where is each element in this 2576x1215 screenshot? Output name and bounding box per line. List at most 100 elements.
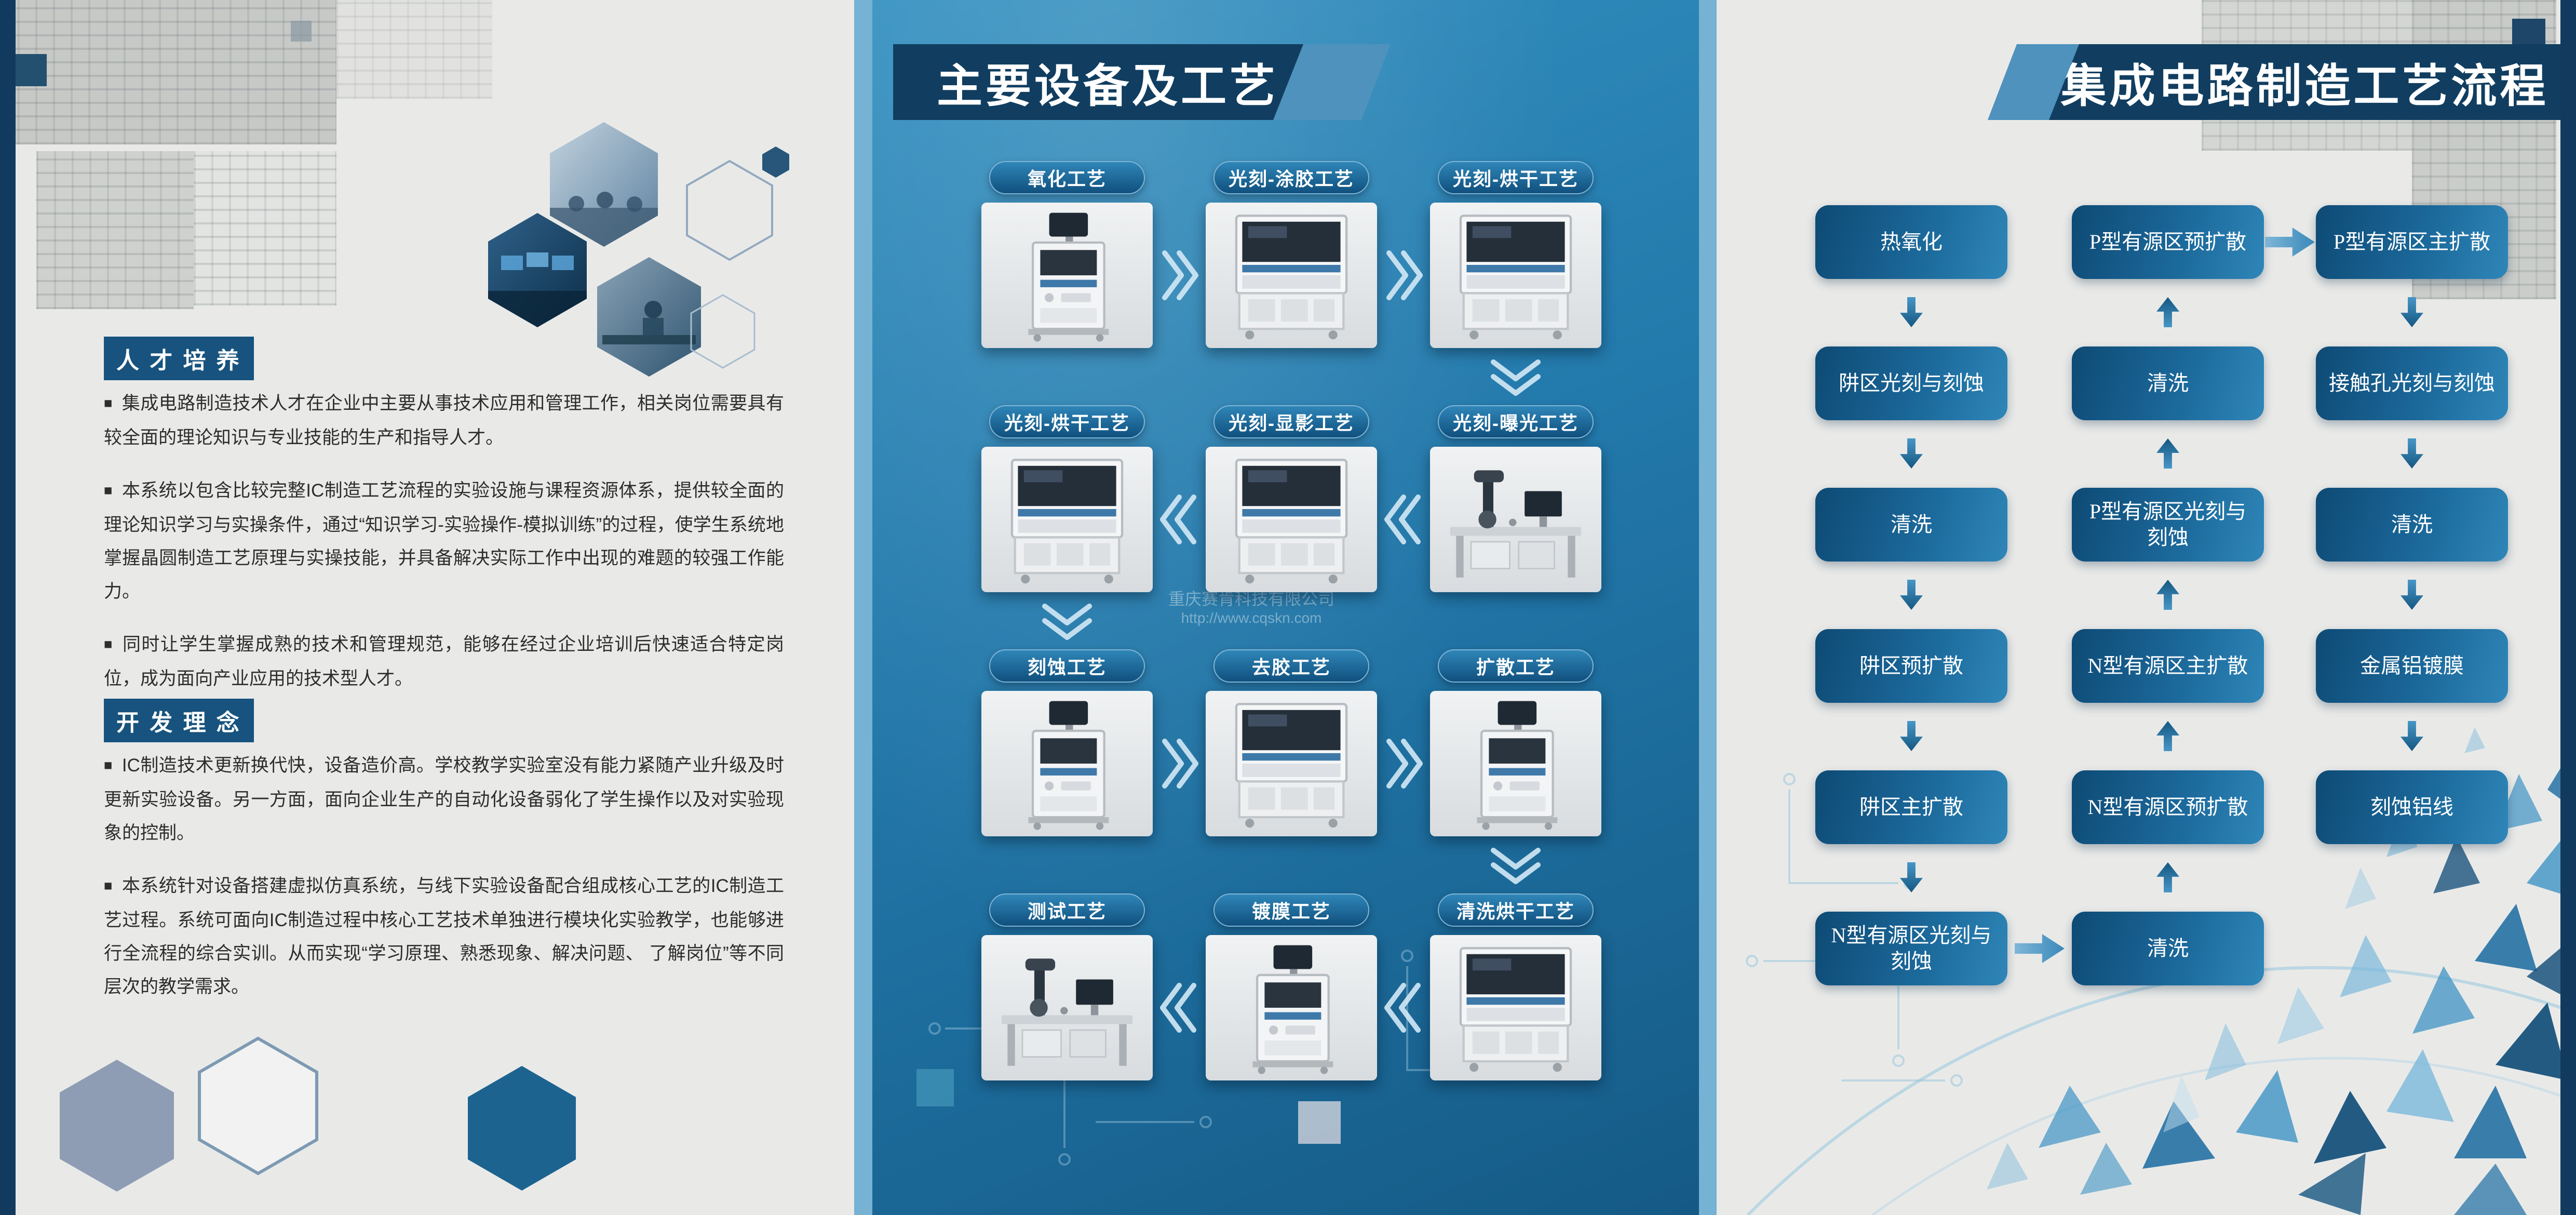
circuit-texture	[0, 0, 336, 144]
equipment-machine-icon	[989, 697, 1145, 831]
process-label: 光刻-曝光工艺	[1438, 405, 1594, 438]
flow-step: 清洗	[2072, 912, 2264, 985]
left-fold-edge	[0, 0, 16, 1215]
paragraph: ■IC制造技术更新换代快，设备造价高。学校教学实验室没有能力紧随产业升级及时更新…	[104, 749, 784, 850]
hexagon-collage	[60, 122, 789, 1192]
section-badge-talent: 人 才 培 养	[104, 337, 254, 380]
watermark-company: 重庆赛肯科技有限公司	[1168, 590, 1334, 608]
paragraph-text: 集成电路制造技术人才在企业中主要从事技术应用和管理工作，相关岗位需要具有较全面的…	[104, 393, 784, 448]
equipment-photo	[1430, 691, 1601, 836]
circuit-trace-decoration	[1746, 773, 1963, 1087]
process-label: 光刻-显影工艺	[1213, 405, 1369, 438]
process-label: 扩散工艺	[1438, 649, 1594, 683]
paragraph: ■本系统以包含比较完整IC制造工艺流程的实验设施与课程资源体系，提供较全面的理论…	[104, 474, 784, 608]
flow-step: N型有源区光刻与刻蚀	[1815, 912, 2007, 985]
chevron-down-icon	[1039, 600, 1096, 642]
equipment-machine-icon	[1449, 469, 1582, 579]
paragraph: ■同时让学生掌握成熟的技术和管理规范，能够在经过企业培训后快速适合特定岗位，成为…	[104, 628, 784, 696]
equipment-photo	[1430, 203, 1601, 348]
bullet-square-icon: ■	[104, 395, 113, 411]
equipment-machine-icon	[1438, 208, 1594, 342]
process-label: 刻蚀工艺	[989, 649, 1145, 683]
equipment-photo	[1430, 935, 1601, 1080]
process-label: 去胶工艺	[1213, 649, 1369, 683]
chevron-left-icon	[1383, 979, 1424, 1036]
equipment-machine-icon	[1213, 697, 1369, 831]
equipment-machine-icon	[1438, 697, 1594, 831]
bottom-hexagon-slate	[60, 1060, 174, 1192]
middle-title: 主要设备及工艺	[937, 60, 1279, 112]
chevron-right-icon	[1158, 735, 1200, 792]
flow-step: 热氧化	[1815, 205, 2007, 279]
flow-step: 刻蚀铝线	[2316, 770, 2508, 844]
right-fold-edge	[2560, 0, 2576, 1215]
equipment-photo	[1206, 691, 1377, 836]
philosophy-paragraphs: ■IC制造技术更新换代快，设备造价高。学校教学实验室没有能力紧随产业升级及时更新…	[104, 749, 784, 1023]
process-label: 镀膜工艺	[1213, 893, 1369, 927]
paragraph: ■本系统针对设备搭建虚拟仿真系统，与线下实验设备配合组成核心工艺的IC制造工艺过…	[104, 870, 784, 1004]
chevron-down-icon	[1487, 356, 1544, 397]
chevron-right-icon	[1158, 247, 1200, 304]
flow-step: 清洗	[2072, 346, 2264, 420]
outline-hexagon	[686, 159, 773, 261]
circuit-texture	[336, 0, 492, 99]
flow-step: 阱区主扩散	[1815, 770, 2007, 844]
watermark-url: http://www.cqskn.com	[1181, 610, 1322, 626]
chevron-down-icon	[1487, 844, 1544, 886]
decor-square	[15, 54, 47, 86]
flow-step: P型有源区光刻与刻蚀	[2072, 488, 2264, 562]
chevron-right-icon	[1383, 735, 1424, 792]
section-badge-philosophy: 开 发 理 念	[104, 699, 254, 742]
equipment-machine-icon	[1438, 941, 1594, 1075]
circuit-texture	[36, 151, 194, 309]
process-label: 光刻-涂胶工艺	[1213, 161, 1369, 194]
triangle-shards	[1987, 727, 2576, 1215]
right-title: 集成电路制造工艺流程	[2060, 60, 2549, 112]
chevron-left-icon	[1158, 979, 1200, 1036]
talent-paragraphs: ■集成电路制造技术人才在企业中主要从事技术应用和管理工作，相关岗位需要具有较全面…	[104, 387, 784, 715]
process-label: 光刻-烘干工艺	[989, 405, 1145, 438]
decor-square	[291, 21, 312, 42]
fold-strip	[854, 0, 872, 1215]
equipment-photo	[981, 935, 1153, 1080]
equipment-photo	[981, 447, 1153, 592]
chevron-right-icon	[1383, 247, 1424, 304]
paragraph-text: 本系统针对设备搭建虚拟仿真系统，与线下实验设备配合组成核心工艺的IC制造工艺过程…	[104, 876, 784, 997]
equipment-machine-icon	[1213, 208, 1369, 342]
flow-step: 清洗	[2316, 488, 2508, 562]
process-label: 光刻-烘干工艺	[1438, 161, 1594, 194]
paragraph-text: IC制造技术更新换代快，设备造价高。学校教学实验室没有能力紧随产业升级及时更新实…	[104, 755, 784, 843]
process-label: 清洗烘干工艺	[1438, 893, 1594, 927]
right-title-banner: 集成电路制造工艺流程	[2049, 44, 2560, 120]
outline-hexagon	[690, 294, 756, 369]
decor-square	[1298, 1101, 1341, 1144]
flow-step: 阱区光刻与刻蚀	[1815, 346, 2007, 420]
equipment-photo	[981, 203, 1153, 348]
middle-title-banner: 主要设备及工艺	[893, 44, 1303, 120]
equipment-machine-icon	[1213, 452, 1369, 586]
equipment-machine-icon	[989, 208, 1145, 342]
process-label: 测试工艺	[989, 893, 1145, 927]
flow-step: N型有源区预扩散	[2072, 770, 2264, 844]
flow-step: N型有源区主扩散	[2072, 629, 2264, 703]
flow-step: P型有源区主扩散	[2316, 205, 2508, 279]
flow-step: 清洗	[1815, 488, 2007, 562]
circuit-texture	[194, 151, 336, 305]
flow-step: 接触孔光刻与刻蚀	[2316, 346, 2508, 420]
flow-step: 金属铝镀膜	[2316, 629, 2508, 703]
bullet-square-icon: ■	[104, 636, 113, 652]
bottom-hexagon-outline	[198, 1036, 318, 1176]
equipment-photo	[1206, 935, 1377, 1080]
equipment-photo	[981, 691, 1153, 836]
watermark: 重庆赛肯科技有限公司 http://www.cqskn.com	[1096, 586, 1407, 626]
equipment-photo	[1206, 447, 1377, 592]
chevron-left-icon	[1383, 491, 1424, 548]
equipment-photo	[1206, 203, 1377, 348]
flow-step: 阱区预扩散	[1815, 629, 2007, 703]
decor-square	[916, 1069, 954, 1106]
chevron-left-icon	[1158, 491, 1200, 548]
equipment-photo	[1430, 447, 1601, 592]
bottom-hexagon-navy	[468, 1066, 576, 1191]
process-label: 氧化工艺	[989, 161, 1145, 194]
